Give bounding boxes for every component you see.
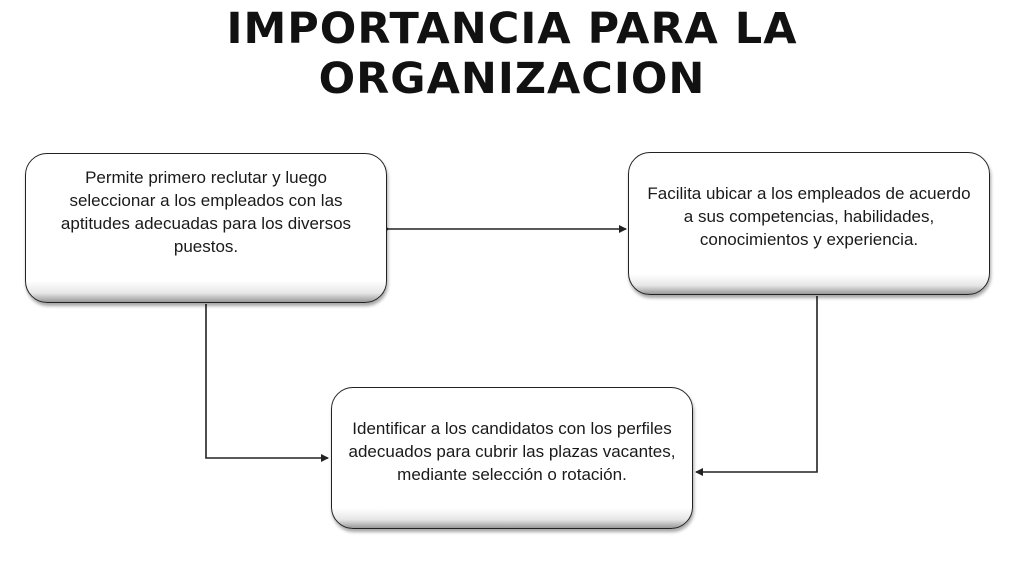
connector-right-to-bottom xyxy=(695,296,818,476)
box-ubicar-empleados: Facilita ubicar a los empleados de acuer… xyxy=(628,152,990,295)
box-identificar-candidatos: Identificar a los candidatos con los per… xyxy=(331,387,693,529)
box-bottom-text: Identificar a los candidatos con los per… xyxy=(348,418,676,484)
title-line-1: IMPORTANCIA PARA LA xyxy=(226,4,798,54)
title-line-2: ORGANIZACION xyxy=(318,54,706,104)
page-title: IMPORTANCIA PARA LA ORGANIZACION xyxy=(0,4,1024,104)
box-reclutar-seleccionar: Permite primero reclutar y luego selecci… xyxy=(25,153,387,303)
box-left-text: Permite primero reclutar y luego selecci… xyxy=(60,168,352,256)
box-right-text: Facilita ubicar a los empleados de acuer… xyxy=(647,184,971,249)
connector-left-to-bottom xyxy=(205,304,329,462)
